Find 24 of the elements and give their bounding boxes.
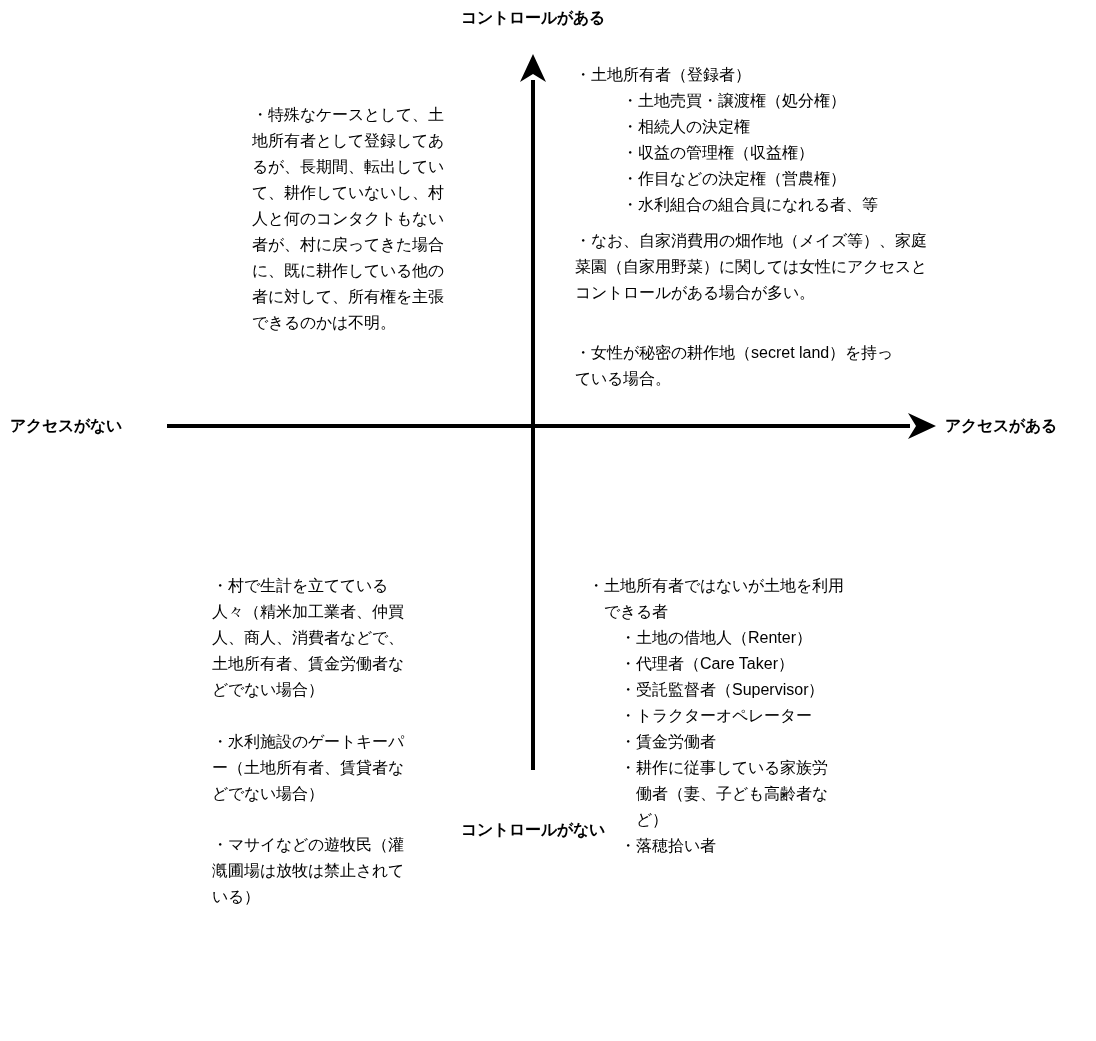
list-item: ・作目などの決定権（営農権） xyxy=(622,169,846,189)
note-text: ・特殊なケースとして、土地所有者として登録してあるが、長期間、転出していて、耕作していないし、村人と何のコンタクトもない者が、村に戻ってきた場合に、既に耕作している他の者に対して、所有権を主張できるのかは不明。 xyxy=(252,105,445,333)
list-item: ・土地の借地人（Renter） xyxy=(620,628,813,648)
list-item: ・落穂拾い者 xyxy=(620,836,716,856)
list-item: ・土地所有者ではないが土地を利用できる者 xyxy=(588,576,844,622)
list-item: ・土地売買・譲渡権（処分権） xyxy=(622,91,846,111)
axis-label: コントロールがある xyxy=(461,8,605,28)
note-text: ・女性が秘密の耕作地（secret land）を持っている場合。 xyxy=(575,343,895,389)
axis-label: コントロールがない xyxy=(461,820,605,841)
list-item: ・トラクターオペレーター xyxy=(620,706,812,726)
list-item: ・代理者（Care Taker） xyxy=(620,654,794,674)
axis-label: アクセスがない xyxy=(10,416,122,437)
list-item: ・村で生計を立てている人々（精米加工業者、仲買人、商人、消費者などで、土地所有者、賃金労働者などでない場合） xyxy=(212,576,405,700)
list-item: ・相続人の決定権 xyxy=(622,117,750,137)
list-item: ・収益の管理権（収益権） xyxy=(622,143,814,163)
list-item: ・賃金労働者 xyxy=(620,732,716,752)
list-item: ・水利組合の組合員になれる者、等 xyxy=(622,195,878,215)
list-item: ・水利施設のゲートキーパー（土地所有者、賃貸者などでない場合） xyxy=(212,732,405,804)
axis-label: アクセスがある xyxy=(945,416,1057,436)
list-item: ・受託監督者（Supervisor） xyxy=(620,680,825,700)
list-item: ・マサイなどの遊牧民（灌漑圃場は放牧は禁止されている） xyxy=(212,835,405,907)
list-item: ・耕作に従事している家族労働者（妻、子ども高齢者など） xyxy=(620,758,829,830)
list-item: ・土地所有者（登録者） xyxy=(575,65,751,85)
note-text: ・なお、自家消費用の畑作地（メイズ等）、家庭菜園（自家用野菜）に関しては女性にアクセスとコントロールがある場合が多い。 xyxy=(575,231,928,303)
